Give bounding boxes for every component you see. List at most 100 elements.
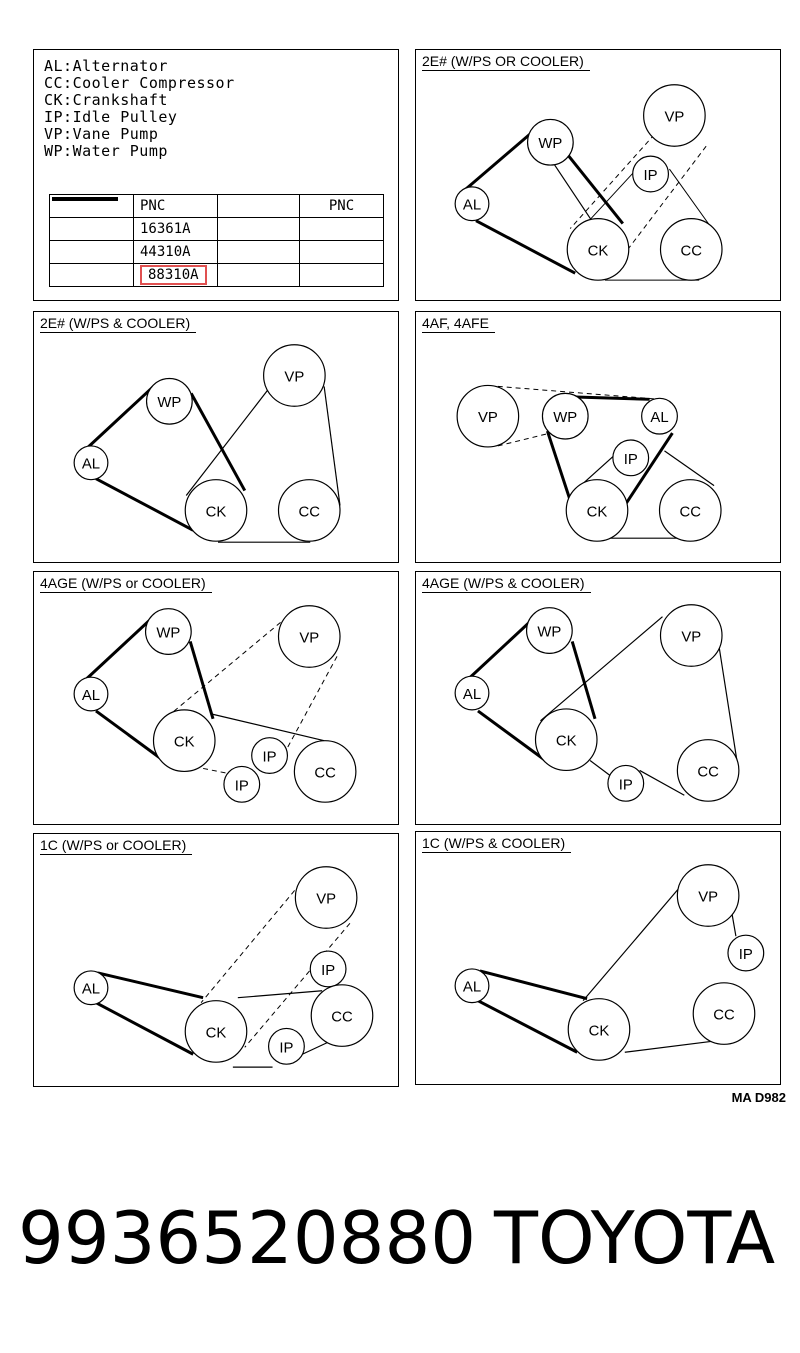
svg-text:AL: AL xyxy=(82,982,100,998)
idle-pulley xyxy=(267,1027,305,1065)
svg-text:WP: WP xyxy=(156,625,180,641)
belt-diagram: AL VP IP CC CK IP xyxy=(73,866,374,1068)
panel-4age-or: 4AGE (W/PS or COOLER) AL WP VP CK IP xyxy=(33,571,399,825)
svg-text:CC: CC xyxy=(331,1010,353,1026)
alternator-pulley xyxy=(454,675,490,711)
brand-name: TOYOTA xyxy=(494,1196,776,1280)
belt-diagram: AL WP VP CK IP CC xyxy=(454,604,740,802)
panel-2e-and: 2E# (W/PS & COOLER) AL WP VP CK CC xyxy=(33,311,399,563)
pnc-row-highlighted[interactable]: 88310A xyxy=(140,265,207,285)
idle-pulley xyxy=(727,934,765,972)
belt-diagram: AL VP IP CC CK xyxy=(454,864,765,1061)
legend-line: VP:Vane Pump xyxy=(44,125,159,143)
svg-text:IP: IP xyxy=(279,1040,293,1056)
belt-diagram: AL WP VP IP CK CC xyxy=(454,84,723,281)
cooler-compressor-pulley xyxy=(676,739,740,802)
svg-text:IP: IP xyxy=(739,947,753,963)
svg-text:WP: WP xyxy=(157,395,181,411)
svg-text:AL: AL xyxy=(463,687,481,703)
svg-text:CC: CC xyxy=(713,1008,735,1024)
water-pump-pulley xyxy=(145,377,193,425)
vane-pump-pulley xyxy=(676,864,740,927)
svg-text:IP: IP xyxy=(624,452,638,468)
panel-title: 1C (W/PS & COOLER) xyxy=(422,835,572,853)
vane-pump-pulley xyxy=(659,604,723,667)
belt-diagram: AL WP VP CK CC xyxy=(73,344,341,543)
panel-1c-and: 1C (W/PS & COOLER) AL VP IP CC CK xyxy=(415,831,781,1085)
pnc-header: PNC xyxy=(133,194,218,218)
svg-text:CK: CK xyxy=(587,504,608,520)
svg-text:VP: VP xyxy=(284,369,304,385)
vane-pump-pulley xyxy=(294,866,358,929)
legend-line: IP:Idle Pulley xyxy=(44,108,178,126)
alternator-pulley xyxy=(73,970,109,1006)
svg-text:AL: AL xyxy=(82,457,100,473)
svg-text:IP: IP xyxy=(263,749,277,765)
pulley-label: CC xyxy=(681,243,703,259)
vane-pump-pulley xyxy=(456,384,520,448)
pulley-label: WP xyxy=(538,136,562,152)
idle-pulley xyxy=(223,765,261,803)
svg-text:CK: CK xyxy=(174,735,195,751)
svg-text:CC: CC xyxy=(299,504,321,520)
water-pump-pulley xyxy=(144,608,192,655)
panel-title: 2E# (W/PS & COOLER) xyxy=(40,315,197,333)
cooler-compressor-pulley xyxy=(277,479,341,542)
panel-title: 4AF, 4AFE xyxy=(422,315,495,333)
belt-diagram: AL WP VP CK IP IP CC xyxy=(73,605,357,803)
alternator-pulley xyxy=(641,397,678,435)
pulley-label: CK xyxy=(588,243,609,259)
svg-text:CK: CK xyxy=(589,1023,610,1039)
alternator-pulley xyxy=(73,676,109,712)
water-pump-pulley xyxy=(541,392,589,440)
alternator-pulley xyxy=(73,445,109,481)
cooler-compressor-pulley xyxy=(658,479,722,542)
vane-pump-pulley xyxy=(643,84,706,147)
legend-line: CK:Crankshaft xyxy=(44,91,168,109)
crankshaft-pulley xyxy=(152,709,216,773)
water-pump-pulley xyxy=(525,607,573,654)
drawing-code: MA D982 xyxy=(731,1090,786,1105)
svg-text:IP: IP xyxy=(321,963,335,979)
legend-line: CC:Cooler Compressor xyxy=(44,74,235,92)
svg-text:IP: IP xyxy=(235,778,249,794)
crankshaft-pulley xyxy=(534,708,598,772)
svg-text:WP: WP xyxy=(553,410,577,426)
pnc-table: PNC PNC 16361A 44310A 88310A xyxy=(49,194,384,287)
alternator-pulley xyxy=(454,186,490,222)
panel-2e-or: 2E# (W/PS OR COOLER) AL WP VP IP CK xyxy=(415,49,781,301)
part-number: 9936520880 xyxy=(18,1196,477,1280)
crankshaft-pulley xyxy=(184,1000,248,1063)
crankshaft-pulley xyxy=(566,218,630,281)
svg-text:CK: CK xyxy=(206,504,227,520)
svg-text:VP: VP xyxy=(698,889,718,905)
idle-pulley xyxy=(251,737,289,774)
svg-text:CC: CC xyxy=(680,504,702,520)
cooler-compressor-pulley xyxy=(659,218,723,281)
line-sample-thin xyxy=(49,198,134,287)
legend-panel: AL:Alternator CC:Cooler Compressor CK:Cr… xyxy=(33,49,399,301)
svg-text:CC: CC xyxy=(314,765,336,781)
idle-pulley xyxy=(309,950,347,988)
svg-text:AL: AL xyxy=(82,688,100,704)
idle-pulley xyxy=(632,155,670,193)
svg-text:VP: VP xyxy=(478,410,498,426)
legend-abbreviations: AL:Alternator CC:Cooler Compressor CK:Cr… xyxy=(44,58,235,160)
panel-1c-or: 1C (W/PS or COOLER) AL VP IP CC CK IP xyxy=(33,833,399,1087)
legend-line: WP:Water Pump xyxy=(44,142,168,160)
line-sample-dashed xyxy=(49,198,134,264)
crankshaft-pulley xyxy=(565,479,629,542)
pulley-label: VP xyxy=(664,109,684,125)
panel-title: 1C (W/PS or COOLER) xyxy=(40,837,193,855)
svg-text:WP: WP xyxy=(537,624,561,640)
belt-diagram: VP WP AL IP CK CC xyxy=(456,384,722,542)
footer: 9936520880 TOYOTA xyxy=(0,1196,800,1296)
cooler-compressor-pulley xyxy=(692,982,756,1045)
idle-pulley xyxy=(612,439,650,477)
panel-title: 2E# (W/PS OR COOLER) xyxy=(422,53,590,71)
panel-4af: 4AF, 4AFE VP WP AL IP CK CC xyxy=(415,311,781,563)
idle-pulley xyxy=(607,764,645,802)
cooler-compressor-pulley xyxy=(293,740,357,803)
vane-pump-pulley xyxy=(277,605,341,668)
panel-title: 4AGE (W/PS or COOLER) xyxy=(40,575,212,593)
